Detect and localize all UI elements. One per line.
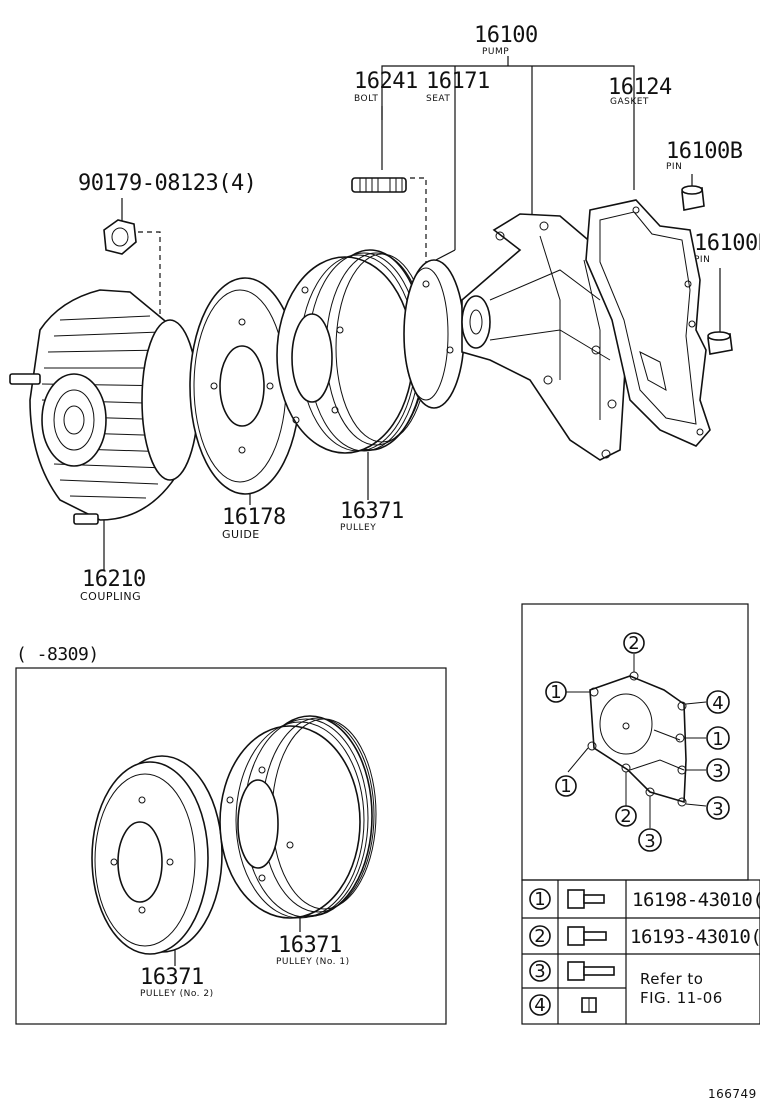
bolt-marker: 4 bbox=[706, 690, 730, 714]
gasket-part[interactable] bbox=[585, 199, 711, 447]
svg-text:1: 1 bbox=[534, 889, 545, 910]
svg-text:GUIDE: GUIDE bbox=[222, 528, 260, 541]
svg-text:16178: 16178 bbox=[222, 505, 286, 530]
svg-text:16193-43010(2: 16193-43010(2 bbox=[630, 926, 760, 948]
stud-nut-icon bbox=[581, 997, 597, 1013]
guide-part[interactable] bbox=[189, 277, 301, 495]
svg-text:PULLEY: PULLEY bbox=[340, 523, 376, 533]
svg-text:2: 2 bbox=[628, 633, 639, 654]
svg-text:PULLEY (No. 2): PULLEY (No. 2) bbox=[140, 989, 214, 999]
callout-nut[interactable]: 90179-08123(4) bbox=[78, 171, 257, 196]
svg-text:3: 3 bbox=[534, 961, 545, 982]
svg-text:PUMP: PUMP bbox=[482, 47, 509, 57]
bolt-medium-icon bbox=[567, 926, 607, 946]
callout-guide[interactable]: 16178 GUIDE bbox=[222, 505, 286, 541]
bolt-stud-part[interactable] bbox=[351, 177, 407, 193]
callout-pin-upper[interactable]: 16100B PIN bbox=[666, 139, 743, 172]
callout-pulley[interactable]: 16371 PULLEY bbox=[340, 499, 404, 533]
callout-pin-lower[interactable]: 16100B PIN bbox=[694, 231, 760, 265]
svg-text:PULLEY (No. 1): PULLEY (No. 1) bbox=[276, 957, 350, 967]
callout-pulley-no1[interactable]: 16371 PULLEY (No. 1) bbox=[276, 933, 350, 967]
svg-text:3: 3 bbox=[712, 799, 723, 820]
callout-pulley-no2[interactable]: 16371 PULLEY (No. 2) bbox=[140, 965, 214, 999]
svg-text:16198-43010(: 16198-43010( bbox=[632, 889, 760, 911]
flange-nut-part[interactable] bbox=[103, 219, 137, 255]
bolt-table: 1 16198-43010( 2 16193-43010(2 3 Refer t bbox=[521, 879, 760, 1025]
bolt-marker: 3 bbox=[706, 796, 730, 820]
svg-text:1: 1 bbox=[712, 729, 723, 750]
svg-text:16241: 16241 bbox=[354, 69, 418, 94]
svg-text:16100B: 16100B bbox=[666, 139, 743, 164]
svg-text:16371: 16371 bbox=[278, 933, 342, 958]
svg-text:16210: 16210 bbox=[82, 567, 146, 592]
pulley-part[interactable] bbox=[276, 249, 429, 454]
bolt-table-row[interactable]: 2 16193-43010(2 bbox=[529, 925, 760, 948]
svg-text:4: 4 bbox=[534, 995, 545, 1016]
svg-text:PIN: PIN bbox=[694, 255, 710, 265]
inset-pulley-no1[interactable] bbox=[219, 715, 377, 919]
bolt-position-diagram: 2 1 4 1 3 1 2 3 bbox=[545, 632, 730, 852]
svg-text:3: 3 bbox=[712, 761, 723, 782]
svg-text:Refer to: Refer to bbox=[640, 970, 703, 988]
fan-coupling-part[interactable] bbox=[9, 289, 199, 525]
pin-part-lower[interactable] bbox=[707, 331, 733, 355]
svg-text:SEAT: SEAT bbox=[426, 94, 450, 104]
bolt-table-row[interactable]: 4 FIG. 11-06 bbox=[529, 989, 723, 1016]
bolt-marker: 1 bbox=[545, 681, 567, 703]
svg-text:FIG. 11-06: FIG. 11-06 bbox=[640, 989, 723, 1007]
svg-text:90179-08123(4): 90179-08123(4) bbox=[78, 171, 256, 196]
callout-bolt[interactable]: 16241 BOLT bbox=[354, 69, 418, 104]
callout-seat[interactable]: 16171 SEAT bbox=[426, 69, 490, 104]
svg-text:PIN: PIN bbox=[666, 162, 682, 172]
bolt-table-row[interactable]: 3 Refer to bbox=[529, 960, 703, 988]
pin-part-upper[interactable] bbox=[681, 185, 705, 211]
svg-text:16371: 16371 bbox=[140, 965, 204, 990]
range-label: ( -8309) bbox=[16, 644, 99, 665]
svg-text:3: 3 bbox=[644, 831, 655, 852]
svg-text:16124: 16124 bbox=[608, 75, 672, 100]
bolt-marker: 2 bbox=[623, 632, 645, 654]
svg-text:1: 1 bbox=[550, 682, 561, 703]
inset-frame bbox=[15, 667, 447, 1025]
svg-text:16100B: 16100B bbox=[694, 231, 760, 256]
bolt-marker: 3 bbox=[706, 758, 730, 782]
seat-part[interactable] bbox=[403, 259, 465, 409]
bolt-marker: 3 bbox=[638, 828, 662, 852]
svg-text:BOLT: BOLT bbox=[354, 94, 378, 104]
bolt-marker: 1 bbox=[706, 726, 730, 750]
svg-text:16371: 16371 bbox=[340, 499, 404, 524]
svg-text:1: 1 bbox=[560, 776, 571, 797]
callout-coupling[interactable]: 16210 COUPLING bbox=[80, 567, 146, 603]
callout-gasket[interactable]: 16124 GASKET bbox=[608, 75, 672, 107]
callout-pump[interactable]: 16100 PUMP bbox=[474, 23, 538, 57]
svg-text:GASKET: GASKET bbox=[610, 97, 649, 107]
svg-text:2: 2 bbox=[534, 926, 545, 947]
svg-text:4: 4 bbox=[712, 693, 723, 714]
bolt-short-icon bbox=[567, 889, 605, 909]
inset-pulley-no2[interactable] bbox=[91, 755, 223, 955]
bolt-table-row[interactable]: 1 16198-43010( bbox=[529, 888, 760, 911]
figure-id: 166749 bbox=[708, 1087, 757, 1101]
svg-text:16100: 16100 bbox=[474, 23, 538, 48]
bolt-long-icon bbox=[567, 961, 615, 981]
bolt-marker: 2 bbox=[615, 805, 637, 827]
svg-text:COUPLING: COUPLING bbox=[80, 590, 141, 603]
svg-text:16171: 16171 bbox=[426, 69, 490, 94]
bolt-marker: 1 bbox=[555, 775, 577, 797]
svg-text:2: 2 bbox=[620, 806, 631, 827]
